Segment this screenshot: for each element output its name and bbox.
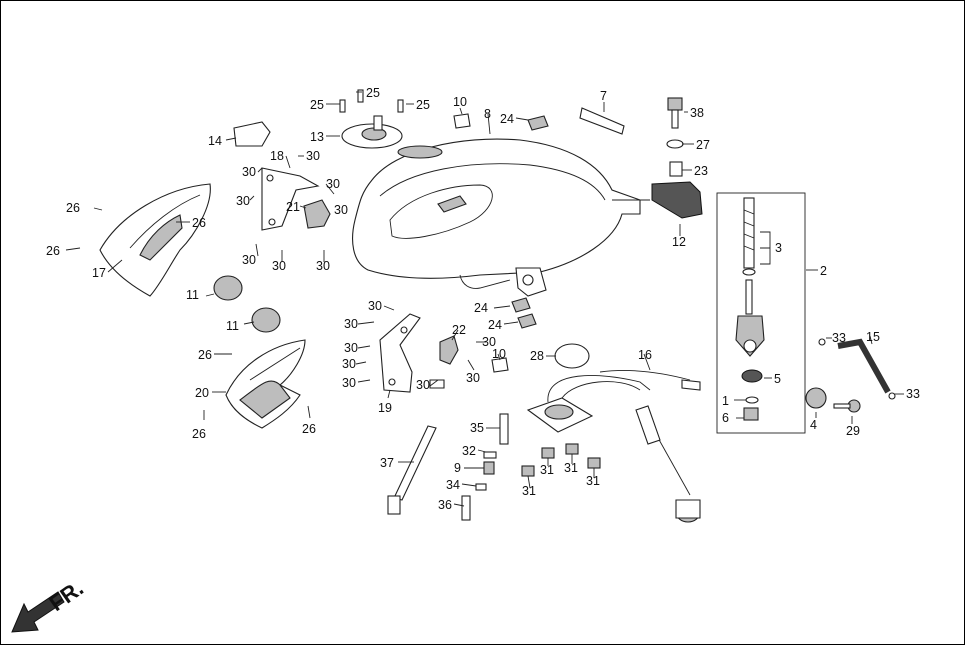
bracket-21: [303, 199, 331, 229]
callout-20: 20: [195, 386, 209, 400]
callout-30k: 30: [344, 341, 358, 355]
callout-17: 17: [92, 266, 106, 280]
callout-35: 35: [470, 421, 484, 435]
callout-labels: 1 2 3 4 5 6 7 8 9 10 10 11 11 12 13 14 1…: [46, 86, 920, 512]
side-cover-20: [225, 339, 306, 429]
side-cover-17: [99, 183, 211, 297]
callout-23: 23: [694, 164, 708, 178]
callout-24b: 24: [474, 301, 488, 315]
front-direction-indicator: FR.: [11, 575, 88, 633]
callout-28: 28: [530, 349, 544, 363]
callout-31c: 31: [522, 484, 536, 498]
front-arrow-icon: [11, 591, 65, 633]
callout-10a: 10: [453, 95, 467, 109]
callout-30j: 30: [344, 317, 358, 331]
callout-5: 5: [774, 372, 781, 386]
callout-13: 13: [310, 130, 324, 144]
callout-10b: 10: [492, 347, 506, 361]
callout-3: 3: [775, 241, 782, 255]
callout-32: 32: [462, 444, 476, 458]
callout-30i: 30: [368, 299, 382, 313]
bracket-18: [261, 167, 320, 231]
callout-38: 38: [690, 106, 704, 120]
callout-2: 2: [820, 264, 827, 278]
callout-26f: 26: [302, 422, 316, 436]
callout-22: 22: [452, 323, 466, 337]
callout-30l: 30: [342, 357, 356, 371]
callout-19: 19: [378, 401, 392, 415]
callout-33a: 33: [832, 331, 846, 345]
callout-30d: 30: [236, 194, 250, 208]
fuel-pump: [526, 370, 701, 523]
callout-30n: 30: [416, 378, 430, 392]
callout-31a: 31: [540, 463, 554, 477]
callout-15: 15: [866, 330, 880, 344]
callout-26b: 26: [192, 216, 206, 230]
callout-30g: 30: [272, 259, 286, 273]
callout-30h: 30: [316, 259, 330, 273]
callout-26a: 26: [66, 201, 80, 215]
callout-26d: 26: [198, 348, 212, 362]
callout-24a: 24: [500, 112, 514, 126]
fuel-tank: [352, 138, 650, 297]
callout-11b: 11: [226, 319, 239, 333]
callout-30o: 30: [482, 335, 496, 349]
callout-30f: 30: [242, 253, 256, 267]
callout-30p: 30: [466, 371, 480, 385]
callout-14: 14: [208, 134, 222, 148]
callout-31d: 31: [586, 474, 600, 488]
callout-21: 21: [286, 200, 300, 214]
callout-25b: 25: [310, 98, 324, 112]
callout-24c: 24: [488, 318, 502, 332]
bracket-22: [439, 335, 459, 365]
callout-25c: 25: [416, 98, 430, 112]
callout-4: 4: [810, 418, 817, 432]
small-parts: [213, 89, 896, 521]
callout-33b: 33: [906, 387, 920, 401]
callout-12: 12: [672, 235, 686, 249]
callout-30e: 30: [334, 203, 348, 217]
callout-29: 29: [846, 424, 860, 438]
callout-30a: 30: [306, 149, 320, 163]
callout-6: 6: [722, 411, 729, 425]
callout-9: 9: [454, 461, 461, 475]
callout-8: 8: [484, 107, 491, 121]
callout-30c: 30: [326, 177, 340, 191]
callout-26c: 26: [46, 244, 60, 258]
leader-lines: [65, 91, 904, 507]
callout-26e: 26: [192, 427, 206, 441]
callout-27: 27: [696, 138, 710, 152]
callout-37: 37: [380, 456, 394, 470]
callout-11a: 11: [186, 288, 199, 302]
callout-25a: 25: [366, 86, 380, 100]
bracket-19: [379, 313, 421, 393]
callout-1: 1: [722, 394, 729, 408]
callout-30b: 30: [242, 165, 256, 179]
callout-18: 18: [270, 149, 284, 163]
fuel-cock-assembly: [716, 192, 806, 434]
callout-34: 34: [446, 478, 460, 492]
callout-7: 7: [600, 89, 607, 103]
callout-31b: 31: [564, 461, 578, 475]
callout-30m: 30: [342, 376, 356, 390]
callout-16: 16: [638, 348, 652, 362]
callout-36: 36: [438, 498, 452, 512]
